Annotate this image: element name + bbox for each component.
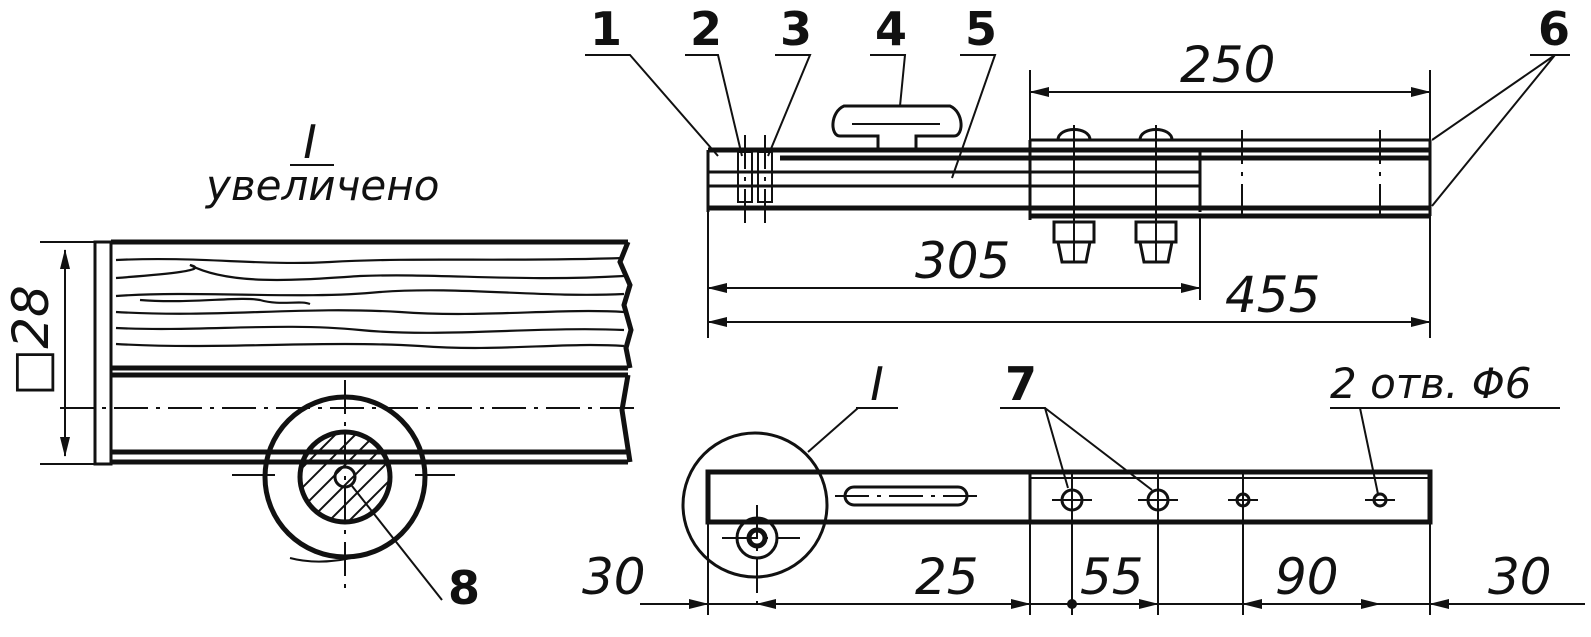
dim-455-label: 455 bbox=[1225, 266, 1320, 324]
plan-view: I 7 2 отв. Φ6 bbox=[582, 357, 1585, 615]
callout-7-leaders bbox=[1000, 407, 1153, 491]
dim-250-label: 250 bbox=[1180, 36, 1275, 94]
lower-beam bbox=[708, 205, 1430, 219]
dim-28-label: □28 bbox=[2, 285, 60, 396]
bolt-1 bbox=[1052, 125, 1096, 264]
detail-ref-leader bbox=[807, 407, 859, 453]
dim-chain-dot bbox=[1067, 599, 1077, 609]
detail-ref-label: I bbox=[870, 357, 884, 411]
end-plate bbox=[93, 240, 113, 466]
callout-leaders bbox=[585, 54, 1570, 207]
dim-30-right-label: 30 bbox=[1488, 548, 1552, 606]
wooden-bar-outline bbox=[111, 239, 634, 371]
callout-6: 6 bbox=[1538, 2, 1570, 56]
callout-2: 2 bbox=[690, 2, 722, 56]
detail-view-caption: увеличено bbox=[204, 161, 439, 210]
holes-note-leader bbox=[1330, 407, 1560, 495]
dim-55-label: 55 bbox=[1080, 548, 1144, 606]
upper-beam bbox=[708, 147, 1430, 161]
callout-3: 3 bbox=[780, 2, 812, 56]
detail-view-label: I bbox=[303, 115, 317, 169]
callout-8: 8 bbox=[448, 561, 480, 615]
dim-25-label: 25 bbox=[915, 548, 979, 606]
holes-note: 2 отв. Φ6 bbox=[1330, 359, 1531, 408]
callout-4: 4 bbox=[875, 2, 907, 56]
holes bbox=[707, 470, 1431, 615]
callout-5: 5 bbox=[965, 2, 997, 56]
callout-1: 1 bbox=[590, 2, 622, 56]
wood-grain bbox=[115, 256, 625, 350]
callout-7: 7 bbox=[1005, 357, 1037, 411]
bolt-2 bbox=[1134, 125, 1178, 264]
dim-90-label: 90 bbox=[1275, 548, 1339, 606]
dim-30-left-label: 30 bbox=[582, 548, 646, 606]
plan-bar bbox=[705, 469, 1433, 525]
bracket-lines bbox=[232, 474, 455, 563]
handle bbox=[831, 104, 963, 150]
axle-leader bbox=[351, 485, 443, 601]
channel-outline bbox=[111, 372, 633, 465]
dim-305-label: 305 bbox=[915, 232, 1010, 290]
detail-view: I увеличено bbox=[2, 115, 640, 615]
side-view: 1 2 3 4 5 6 250 305 455 bbox=[585, 2, 1570, 338]
detail-circle bbox=[681, 431, 829, 579]
